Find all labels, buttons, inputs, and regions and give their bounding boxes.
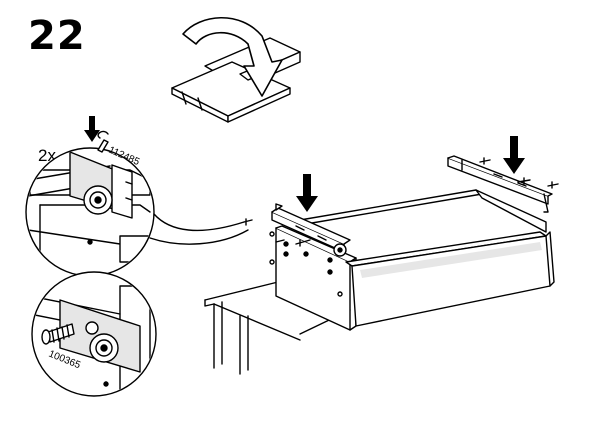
wheel-icon — [89, 333, 119, 363]
wheel-icon — [333, 243, 347, 257]
step-number: 22 — [28, 13, 86, 59]
detail-circle-top — [25, 130, 249, 277]
down-arrow-icon — [84, 116, 525, 212]
runner-bracket-right — [447, 155, 559, 213]
table — [204, 281, 351, 375]
screw-icon — [41, 323, 75, 345]
screw-icon — [479, 157, 559, 189]
drawer — [269, 189, 555, 331]
screw-icon — [97, 130, 109, 153]
screw-icon — [243, 218, 311, 247]
wheel-icon — [83, 185, 113, 215]
rotate-arrow-icon — [182, 17, 283, 97]
runner-bracket-left — [243, 203, 351, 257]
detail-circle-bottom — [31, 271, 157, 397]
flip-illustration — [171, 17, 301, 123]
